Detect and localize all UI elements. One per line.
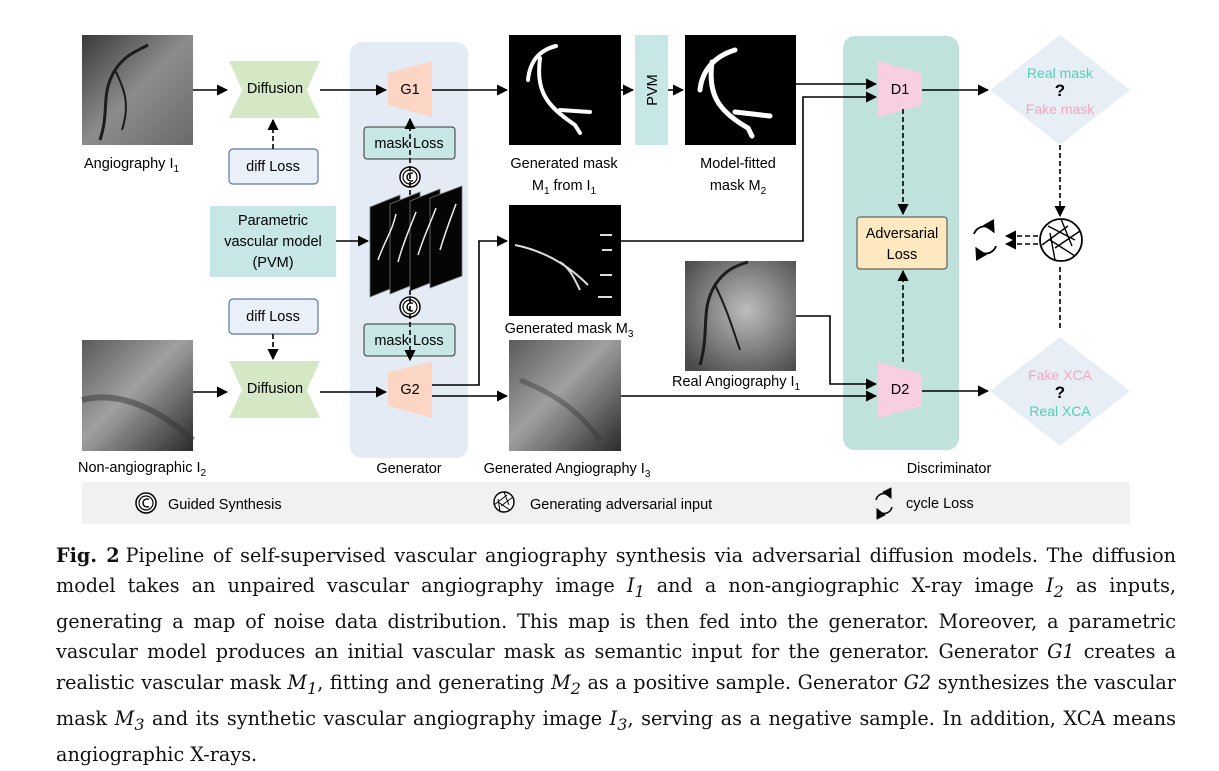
caption-text: , fitting and generating: [317, 670, 552, 694]
stacked-mask-slices: [369, 185, 463, 298]
non-angiographic-image-i2: [81, 340, 196, 451]
svg-text:PVM: PVM: [645, 74, 661, 105]
guided-synthesis-icon: [135, 492, 157, 514]
generated-angiography-i3-image: [509, 340, 621, 451]
diff-loss-box-top: diff Loss: [228, 148, 319, 185]
model-fitted-label: Model-fitted: [700, 156, 776, 172]
var-m2: M2: [551, 670, 581, 698]
caption-text: synthesizes the vascular mask: [56, 670, 1176, 730]
generated-mask-m1-sublabel: M1 from I1: [532, 178, 597, 197]
diffusion-block-bottom: Diffusion: [229, 361, 320, 418]
model-fitted-mask-m2-image: [685, 35, 796, 145]
legend-bar: Guided Synthesis Generating adversarial …: [82, 482, 1130, 524]
svg-text:vascular model: vascular model: [224, 234, 322, 250]
model-fitted-sublabel: mask M2: [710, 178, 767, 197]
var-m3: M3: [114, 706, 145, 734]
svg-text:mask Loss: mask Loss: [374, 333, 443, 349]
svg-text:Diffusion: Diffusion: [247, 81, 303, 97]
figure-label: Fig. 2: [56, 544, 120, 567]
generated-mask-m1-image: [509, 35, 621, 145]
svg-text:diff Loss: diff Loss: [246, 159, 300, 175]
decision-diamond-xca: Fake XCA ? Real XCA: [990, 337, 1130, 446]
caption-text: and its synthetic vascular angiography i…: [144, 706, 610, 730]
svg-text:?: ?: [1055, 383, 1065, 402]
non-angiographic-label: Non-angiographic I2: [78, 460, 207, 479]
var-m1: M1: [287, 670, 318, 698]
real-angiography-label: Real Angiography I1: [672, 374, 801, 393]
svg-text:Real mask: Real mask: [1027, 65, 1094, 81]
generated-angiography-label: Generated Angiography I3: [484, 461, 651, 480]
generated-mask-m3-image: [509, 205, 621, 316]
svg-text:diff Loss: diff Loss: [246, 309, 300, 325]
generated-mask-m1-label: Generated mask: [510, 156, 618, 172]
var-i3: I3: [609, 706, 628, 734]
angiography-image-i1: [82, 35, 193, 145]
discriminator-title: Discriminator: [907, 461, 992, 477]
discriminator-d2: D2: [878, 362, 922, 418]
svg-text:Loss: Loss: [887, 247, 918, 263]
legend-cycle-label: cycle Loss: [906, 496, 974, 512]
caption-text: as a positive sample. Generator: [580, 670, 904, 694]
var-i2: I2: [1045, 574, 1064, 602]
svg-text:(PVM): (PVM): [252, 255, 293, 271]
caption-text: , serving as a negative sample. In addit…: [56, 706, 1176, 766]
svg-text:D1: D1: [891, 82, 910, 98]
var-g1: G1: [1047, 640, 1075, 664]
adversarial-loss-box: Adversarial Loss: [856, 216, 948, 270]
svg-text:Fake mask: Fake mask: [1026, 101, 1095, 117]
caption-text: and a non-angiographic X-ray image: [644, 574, 1046, 598]
discriminator-d1: D1: [878, 61, 922, 117]
caption-text: creates a realistic vascular mask: [56, 640, 1176, 694]
dashed-connections: [267, 109, 1066, 362]
parametric-vascular-model-box: Parametric vascular model (PVM): [210, 206, 336, 277]
diffusion-block-top: Diffusion: [229, 61, 320, 118]
svg-text:Fake XCA: Fake XCA: [1028, 367, 1092, 383]
generator-title: Generator: [376, 461, 441, 477]
generated-mask-m3-label: Generated mask M3: [505, 321, 634, 340]
svg-text:G2: G2: [400, 382, 419, 398]
svg-text:?: ?: [1055, 81, 1065, 100]
pipeline-diagram: Angiography I1 Non-angiographic I2 Diffu…: [78, 35, 1130, 524]
var-g2: G2: [903, 670, 932, 694]
decision-diamond-mask: Real mask ? Fake mask: [990, 35, 1130, 145]
var-i1: I1: [626, 574, 645, 602]
svg-text:Parametric: Parametric: [238, 213, 308, 229]
svg-text:Real XCA: Real XCA: [1029, 403, 1091, 419]
caption-text: Pipeline of self-supervised vascular ang…: [56, 544, 1176, 598]
cycle-loss-icon: [875, 487, 893, 520]
svg-text:D2: D2: [891, 382, 910, 398]
legend-adversarial-label: Generating adversarial input: [530, 497, 712, 513]
real-angiography-i1-image: [685, 260, 796, 371]
generator-g1: G1: [388, 61, 432, 117]
generator-g2: G2: [388, 362, 432, 418]
svg-text:mask Loss: mask Loss: [374, 136, 443, 152]
diff-loss-box-bottom: diff Loss: [228, 298, 319, 335]
caption-text: as inputs, generating a map of noise dat…: [56, 574, 1177, 664]
adversarial-aperture-icon: [1039, 218, 1083, 262]
svg-text:G1: G1: [400, 82, 419, 98]
cycle-loss-icon: [973, 219, 997, 261]
pvm-fitting-block: PVM: [635, 35, 668, 145]
svg-text:Adversarial: Adversarial: [866, 226, 939, 242]
legend-guided-label: Guided Synthesis: [168, 497, 282, 513]
svg-text:Diffusion: Diffusion: [247, 381, 303, 397]
solid-connections: [193, 78, 990, 402]
angiography-label: Angiography I1: [84, 156, 179, 175]
adversarial-aperture-icon: [493, 491, 515, 513]
